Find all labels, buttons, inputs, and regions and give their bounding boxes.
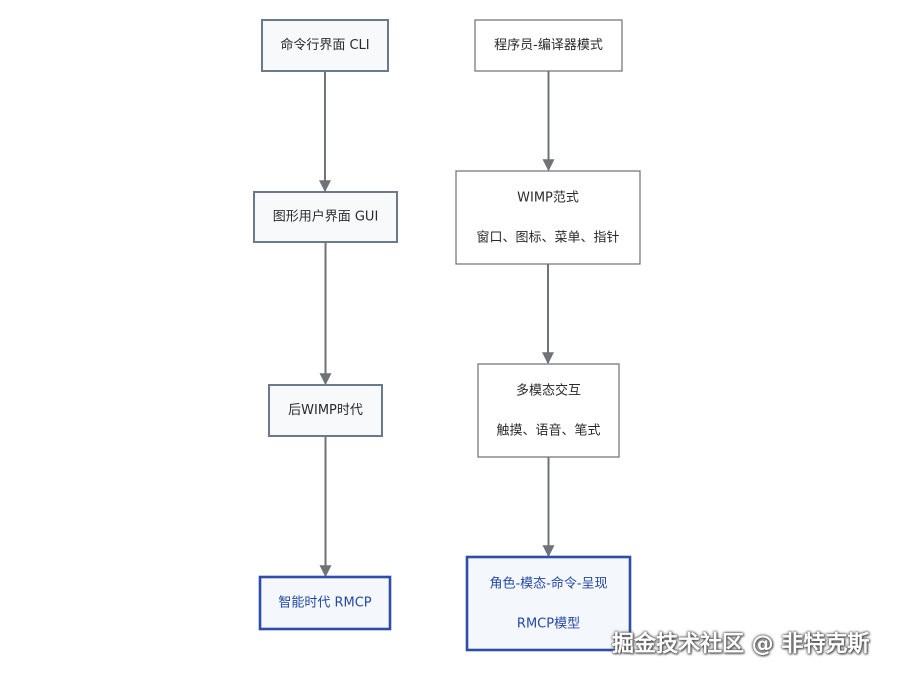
node-label: 智能时代 RMCP xyxy=(278,596,371,611)
node-label: 触摸、语音、笔式 xyxy=(496,422,600,438)
edges-layer xyxy=(319,71,555,578)
node-label: 命令行界面 CLI xyxy=(280,37,369,53)
node-gui: 图形用户界面 GUI xyxy=(253,191,398,243)
node-box xyxy=(477,363,620,458)
node-label: 后WIMP时代 xyxy=(288,403,363,418)
node-label: RMCP模型 xyxy=(517,616,580,631)
node-cli: 命令行界面 CLI xyxy=(261,19,389,72)
node-label: 角色-模态-命令-呈现 xyxy=(489,575,607,591)
node-label: 程序员-编译器模式 xyxy=(494,38,603,53)
node-label: 窗口、图标、菜单、指针 xyxy=(476,229,619,245)
node-label: 图形用户界面 GUI xyxy=(273,209,379,225)
node-box xyxy=(465,555,632,652)
watermark-text: 掘金技术社区 @ 非特克斯 xyxy=(612,632,870,657)
node-label: 多模态交互 xyxy=(516,382,581,398)
node-box xyxy=(261,19,389,72)
node-post-wimp: 后WIMP时代 xyxy=(268,384,383,437)
node-box xyxy=(455,170,641,265)
node-box xyxy=(474,19,623,72)
node-label: WIMP范式 xyxy=(517,190,579,205)
node-rmcp-model: 角色-模态-命令-呈现 RMCP模型 xyxy=(465,555,632,652)
node-programmer-compiler: 程序员-编译器模式 xyxy=(474,19,623,72)
node-box xyxy=(253,191,398,243)
node-box xyxy=(268,384,383,437)
node-rmcp-era: 智能时代 RMCP xyxy=(258,575,392,631)
node-box xyxy=(258,575,392,631)
